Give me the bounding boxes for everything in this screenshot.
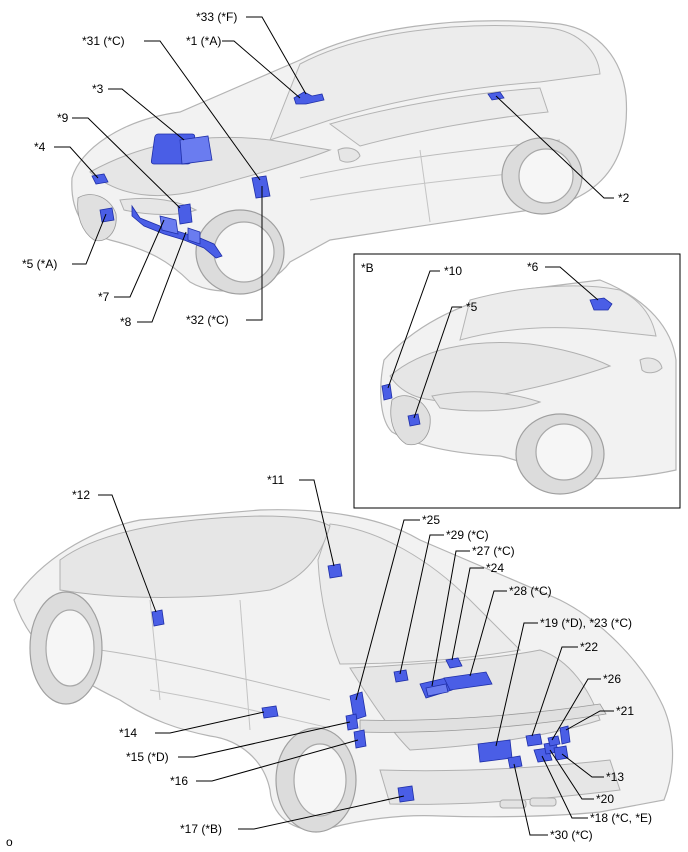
front-leader-lines: [54, 16, 614, 323]
label-27: *27 (*C): [472, 544, 515, 558]
component-21: [559, 725, 571, 745]
component-19: [477, 739, 513, 763]
label-20: *20: [596, 792, 614, 806]
component-15: [345, 713, 359, 731]
label-3: *3: [92, 82, 104, 96]
component-11: [327, 563, 343, 579]
component-14: [261, 705, 279, 719]
label-14: *14: [119, 726, 137, 740]
label-33: *33 (*F): [196, 10, 237, 24]
front-car-illustration: [71, 20, 628, 295]
component-29: [393, 669, 409, 683]
inset-b: [353, 253, 681, 509]
label-24: *24: [486, 561, 504, 575]
component-26: [547, 735, 561, 747]
label-25: *25: [422, 513, 440, 527]
label-4: *4: [34, 140, 46, 154]
label-9: *9: [57, 111, 69, 125]
label-1: *1 (*A): [186, 34, 221, 48]
label-13: *13: [606, 770, 624, 784]
label-31: *31 (*C): [82, 34, 125, 48]
component-10: [381, 383, 393, 401]
label-5a: *5 (*A): [22, 257, 57, 271]
rear-car-illustration: [13, 509, 674, 833]
front-components: [91, 91, 505, 259]
component-5-front: [99, 207, 115, 223]
label-19-23: *19 (*D), *23 (*C): [540, 616, 632, 630]
label-16: *16: [170, 774, 188, 788]
label-21: *21: [616, 704, 634, 718]
label-5: *5: [466, 300, 478, 314]
label-11: *11: [267, 473, 284, 487]
label-6: *6: [527, 260, 539, 274]
inset-label: *B: [361, 261, 374, 275]
label-28: *28 (*C): [509, 584, 552, 598]
label-26: *26: [603, 672, 621, 686]
component-22: [525, 733, 543, 747]
callout-labels: *33 (*F) *31 (*C) *1 (*A) *3 *9 *4 *2 *5…: [6, 10, 652, 849]
label-17: *17 (*B): [180, 822, 222, 836]
component-30: [507, 755, 523, 769]
component-31: [251, 175, 271, 199]
component-16: [353, 729, 367, 749]
label-10: *10: [444, 264, 462, 278]
label-32: *32 (*C): [186, 313, 229, 327]
component-9: [177, 203, 193, 225]
rear-components: [151, 563, 571, 803]
label-18: *18 (*C, *E): [590, 811, 652, 825]
label-8: *8: [120, 315, 132, 329]
component-13: [553, 745, 569, 761]
component-28: [443, 671, 493, 691]
corner-mark: o: [6, 835, 13, 849]
component-24: [445, 657, 463, 669]
label-22: *22: [580, 640, 598, 654]
component-12: [151, 609, 165, 627]
label-12: *12: [72, 488, 90, 502]
label-2: *2: [618, 191, 630, 205]
label-7: *7: [98, 290, 110, 304]
component-5-inset: [407, 413, 421, 427]
label-30: *30 (*C): [550, 828, 593, 842]
component-17: [397, 785, 415, 803]
label-29: *29 (*C): [446, 528, 489, 542]
rear-leader-lines: [98, 479, 614, 836]
label-15: *15 (*D): [126, 750, 169, 764]
component-6: [589, 297, 613, 311]
